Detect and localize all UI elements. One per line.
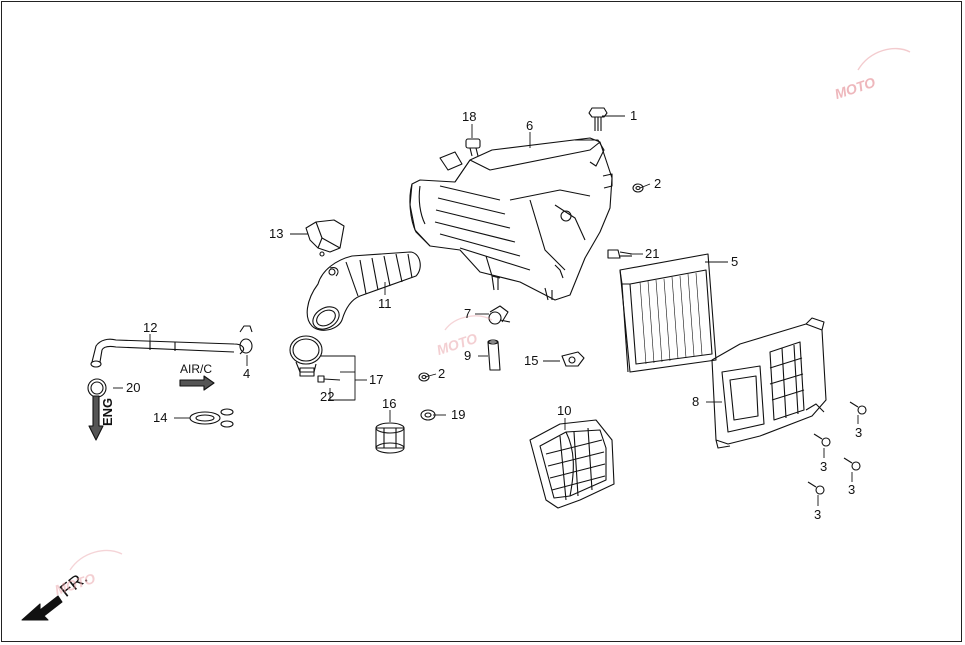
front-arrow xyxy=(21,595,63,621)
part-12-hose xyxy=(90,338,245,368)
part-20-ring xyxy=(87,378,107,398)
callout-1: 1 xyxy=(630,108,638,123)
callout-17: 17 xyxy=(369,372,384,387)
eng-arrow xyxy=(88,395,104,441)
callout-4: 4 xyxy=(243,366,251,381)
callout-3-b: 3 xyxy=(820,459,828,474)
leader-lines xyxy=(113,115,859,506)
part-9-tube xyxy=(487,339,501,371)
callout-8: 8 xyxy=(692,394,700,409)
part-19-washer xyxy=(420,409,436,421)
callout-3-a: 3 xyxy=(855,425,863,440)
callout-15: 15 xyxy=(524,353,539,368)
part-11-intake-duct xyxy=(306,251,421,331)
watermark-swoosh-top xyxy=(857,47,911,71)
part-18-bolt xyxy=(465,138,481,157)
callout-11: 11 xyxy=(378,296,392,311)
part-17-hose-clamp xyxy=(289,335,323,377)
watermark-swoosh-bottom xyxy=(69,549,123,571)
callout-5: 5 xyxy=(731,254,739,269)
callout-3-d: 3 xyxy=(814,507,822,522)
part-10-grille xyxy=(529,419,615,509)
callout-6: 6 xyxy=(526,118,534,133)
part-2-nut-b xyxy=(418,372,430,382)
part-3-bolt-a xyxy=(849,401,867,415)
part-3-bolt-b xyxy=(813,433,831,447)
part-14-gaskets xyxy=(189,408,234,428)
part-7-clip xyxy=(488,305,511,325)
eng-label: ENG xyxy=(100,397,115,426)
part-21-bolt xyxy=(607,249,633,259)
watermark-swoosh-mid xyxy=(444,315,493,331)
callout-19: 19 xyxy=(451,407,466,422)
callout-14: 14 xyxy=(153,410,168,425)
part-15-grommet xyxy=(561,351,585,367)
callout-21: 21 xyxy=(645,246,660,261)
air-c-arrow xyxy=(179,375,215,391)
callout-10: 10 xyxy=(557,403,572,418)
callout-22: 22 xyxy=(320,389,335,404)
callout-13: 13 xyxy=(269,226,284,241)
callout-7: 7 xyxy=(464,306,472,321)
part-5-air-filter xyxy=(619,253,717,373)
part-3-bolt-c xyxy=(843,457,861,471)
part-3-bolt-d xyxy=(807,481,825,495)
callout-20: 20 xyxy=(126,380,141,395)
callout-3-c: 3 xyxy=(848,482,856,497)
callout-18: 18 xyxy=(462,109,477,124)
callout-9: 9 xyxy=(464,348,472,363)
part-13-sensor xyxy=(305,219,345,257)
part-16-rubber-mount xyxy=(375,422,405,454)
part-6-air-box xyxy=(409,137,613,301)
part-8-cover xyxy=(711,317,827,449)
part-4-clamp xyxy=(239,325,253,354)
part-1-bolt xyxy=(588,107,608,131)
part-2-nut xyxy=(632,183,644,193)
callout-16: 16 xyxy=(382,396,397,411)
callout-2: 2 xyxy=(654,176,662,191)
callout-12: 12 xyxy=(143,320,158,335)
part-22-screw xyxy=(317,375,341,383)
callout-2-b: 2 xyxy=(438,366,446,381)
air-c-label: AIR/C xyxy=(180,362,213,376)
